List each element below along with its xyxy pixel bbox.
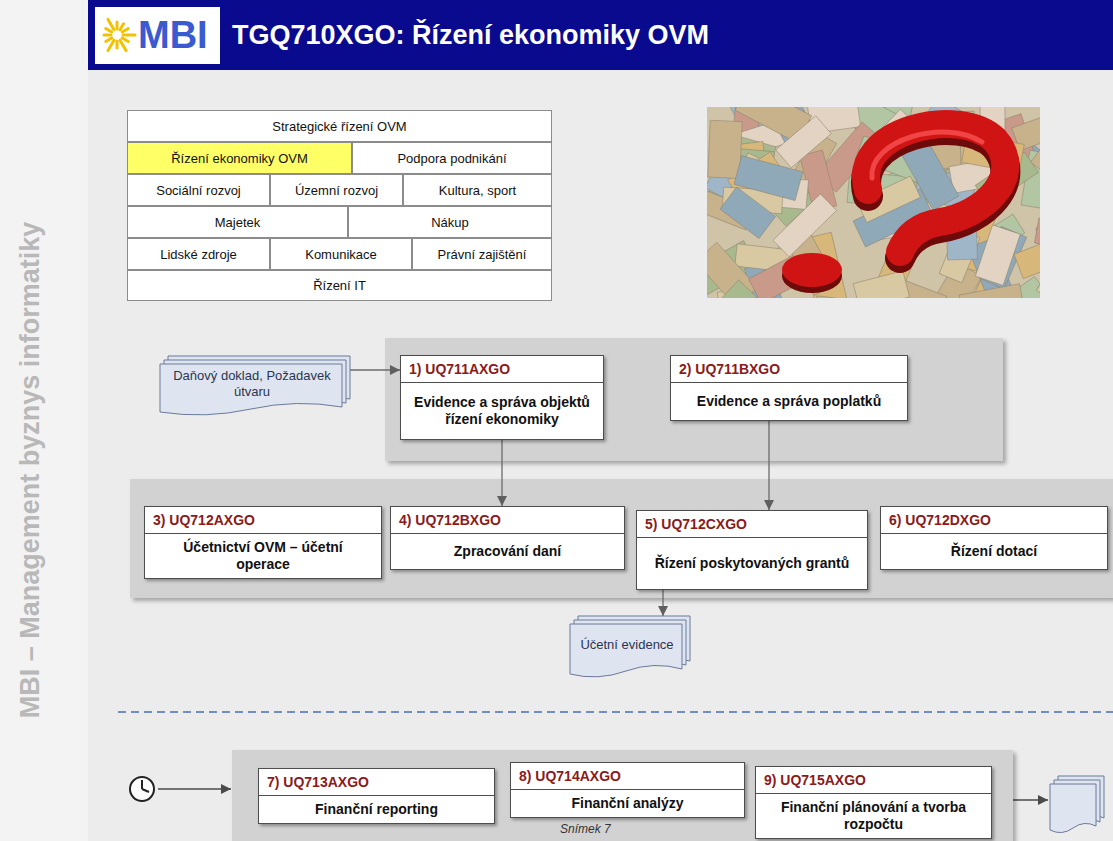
document-text: Daňový doklad, Požadavek útvaru [168, 368, 336, 400]
process-name: Účetnictví OVM – účetní operace [145, 534, 381, 578]
logo-text: MBI [138, 16, 208, 54]
table-cell: Podpora podnikání [352, 142, 552, 174]
table-cell: Právní zajištění [412, 238, 552, 270]
table-cell: Sociální rozvoj [127, 174, 270, 206]
document-text: Účetní evidence [580, 637, 673, 653]
document-shape: Účetní evidence [570, 616, 690, 678]
process-box: 7) UQ713AXGOFinanční reporting [258, 768, 495, 824]
output-document-icon [1050, 776, 1104, 833]
table-cell: Strategické řízení OVM [127, 110, 552, 142]
process-code: 4) UQ712BXGO [391, 507, 624, 534]
process-code: 6) UQ712DXGO [881, 507, 1107, 534]
process-box: 2) UQ711BXGOEvidence a správa poplatků [670, 355, 908, 421]
process-box: 4) UQ712BXGOZpracování daní [390, 506, 625, 570]
process-code: 1) UQ711AXGO [401, 356, 603, 383]
output-arrow [1013, 799, 1048, 800]
process-box: 5) UQ712CXGOŘízení poskytovaných grantů [636, 510, 868, 590]
process-name: Řízení dotací [881, 534, 1107, 569]
table-cell: Řízení ekonomiky OVM [127, 142, 352, 174]
process-code: 7) UQ713AXGO [259, 769, 494, 796]
connector-arrow [350, 369, 400, 370]
side-strip [0, 0, 88, 841]
process-box: 1) UQ711AXGOEvidence a správa objektů ří… [400, 355, 604, 440]
process-name: Zpracování daní [391, 534, 624, 569]
table-cell: Majetek [127, 206, 348, 238]
table-cell: Nákup [348, 206, 552, 238]
connector-arrow [662, 590, 663, 616]
table-cell: Komunikace [270, 238, 412, 270]
process-name: Řízení poskytovaných grantů [637, 538, 867, 589]
table-cell: Lidské zdroje [127, 238, 270, 270]
connector-arrow [768, 421, 769, 510]
process-name: Evidence a správa poplatků [671, 383, 907, 420]
slide-number: Snímek 7 [560, 822, 611, 836]
table-cell: Územní rozvoj [270, 174, 403, 206]
connector-arrow [501, 440, 502, 506]
process-code: 5) UQ712CXGO [637, 511, 867, 538]
photo [707, 107, 1040, 298]
process-code: 3) UQ712AXGO [145, 507, 381, 534]
process-box: 8) UQ714AXGOFinanční analýzy [510, 762, 745, 818]
document-shape: Daňový doklad, Požadavek útvaru [160, 356, 350, 416]
process-box: 3) UQ712AXGOÚčetnictví OVM – účetní oper… [144, 506, 382, 579]
table-cell: Kultura, sport [403, 174, 552, 206]
process-code: 9) UQ715AXGO [756, 767, 991, 794]
trigger-arrow [158, 788, 231, 789]
process-name: Finanční analýzy [511, 790, 744, 817]
clock-icon [130, 777, 154, 801]
process-box: 9) UQ715AXGOFinanční plánování a tvorba … [755, 766, 992, 839]
title-bar [88, 0, 1113, 70]
logo-box [95, 7, 220, 64]
process-name: Evidence a správa objektů řízení ekonomi… [401, 383, 603, 439]
process-name: Finanční plánování a tvorba rozpočtu [756, 794, 991, 838]
process-box: 6) UQ712DXGOŘízení dotací [880, 506, 1108, 570]
separator-line [118, 711, 1113, 713]
process-code: 8) UQ714AXGO [511, 763, 744, 790]
process-name: Finanční reporting [259, 796, 494, 823]
watermark: MBI – Management byznys informatiky [15, 222, 45, 719]
process-code: 2) UQ711BXGO [671, 356, 907, 383]
logo-sun [104, 19, 135, 50]
table-cell: Řízení IT [127, 270, 552, 301]
page-title: TGQ710XGO: Řízení ekonomiky OVM [232, 19, 709, 51]
